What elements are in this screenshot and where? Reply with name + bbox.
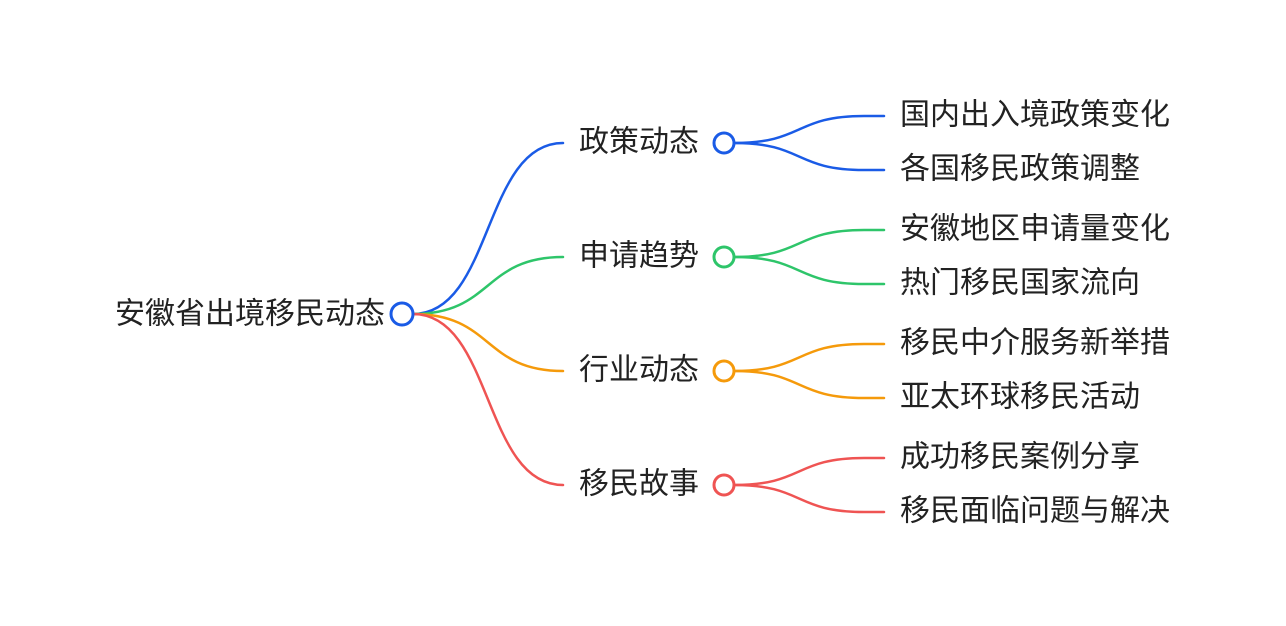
- branch-label-2: 行业动态: [579, 353, 699, 388]
- branch-link-2: [411, 312, 565, 373]
- leaf-link-1-1: [732, 255, 886, 286]
- branch-node-1[interactable]: [712, 245, 736, 269]
- leaf-link-3-0: [732, 456, 886, 487]
- branch-label-1: 申请趋势: [579, 239, 699, 274]
- root-node[interactable]: [389, 301, 415, 327]
- leaf-link-2-1: [732, 369, 886, 400]
- branch-node-2[interactable]: [712, 359, 736, 383]
- branch-node-3[interactable]: [712, 473, 736, 497]
- leaf-link-0-1: [732, 141, 886, 172]
- branch-label-3: 移民故事: [579, 467, 699, 502]
- branch-link-3: [411, 312, 565, 487]
- leaf-label-1-0: 安徽地区申请量变化: [900, 212, 1170, 247]
- leaf-link-3-1: [732, 483, 886, 514]
- leaf-label-0-1: 各国移民政策调整: [900, 152, 1140, 187]
- leaf-link-2-0: [732, 342, 886, 373]
- leaf-label-3-1: 移民面临问题与解决: [900, 494, 1170, 529]
- leaf-label-2-1: 亚太环球移民活动: [900, 380, 1140, 415]
- leaf-link-0-0: [732, 114, 886, 145]
- branch-label-0: 政策动态: [579, 125, 699, 160]
- mindmap-links: [411, 114, 886, 514]
- leaf-label-0-0: 国内出入境政策变化: [900, 98, 1170, 133]
- branch-link-1: [411, 255, 565, 316]
- branch-node-0[interactable]: [712, 131, 736, 155]
- leaf-link-1-0: [732, 228, 886, 259]
- root-label: 安徽省出境移民动态: [115, 297, 385, 332]
- branch-link-0: [411, 141, 565, 316]
- leaf-label-1-1: 热门移民国家流向: [900, 266, 1140, 301]
- leaf-label-2-0: 移民中介服务新举措: [900, 326, 1170, 361]
- leaf-label-3-0: 成功移民案例分享: [900, 440, 1140, 475]
